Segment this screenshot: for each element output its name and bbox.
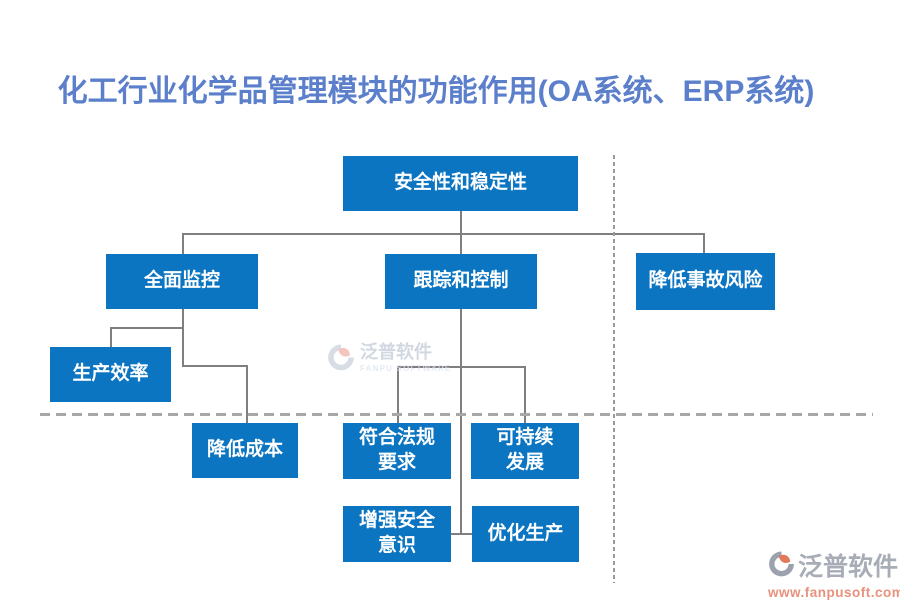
node-optimize-production: 优化生产	[472, 506, 579, 562]
connector-drop-risk	[703, 233, 705, 254]
connector-root-drop	[460, 211, 462, 234]
connector-drop-efficiency	[110, 327, 112, 347]
connector-drop-cost	[246, 365, 248, 423]
watermark-center-name: 泛普软件	[360, 342, 432, 362]
node-safety-awareness: 增强安全 意识	[343, 506, 451, 562]
connector-drop-sustain	[524, 366, 526, 423]
node-sustainable-development: 可持续 发展	[471, 423, 579, 479]
connector-track-stem	[460, 308, 462, 534]
connector-drop-compliance	[397, 366, 399, 423]
connector-awareness-optimize	[450, 533, 472, 535]
fanpu-logo-icon	[327, 343, 355, 378]
fanpu-logo-icon	[768, 550, 795, 584]
connector-level1-rail	[182, 233, 704, 235]
watermark-corner-url: www.fanpusoft.com	[768, 585, 900, 600]
watermark-corner: 泛普软件 www.fanpusoft.com	[768, 550, 900, 600]
page-title: 化工行业化学品管理模块的功能作用(OA系统、ERP系统)	[57, 75, 815, 108]
dashed-vertical-divider	[613, 155, 615, 583]
node-regulatory-compliance: 符合法规 要求	[343, 423, 451, 479]
dashed-horizontal-divider	[40, 413, 873, 416]
node-safety-stability: 安全性和稳定性	[343, 156, 578, 211]
node-tracking-control: 跟踪和控制	[385, 254, 537, 309]
connector-monitor-stem	[182, 308, 184, 366]
watermark-center: 泛普软件 FANPU SOFTWARE	[327, 343, 451, 378]
watermark-center-subtitle: FANPU SOFTWARE	[360, 363, 452, 373]
connector-branch-efficiency	[110, 327, 183, 329]
node-production-efficiency: 生产效率	[50, 347, 171, 402]
connector-drop-track	[460, 233, 462, 254]
connector-branch-cost	[182, 365, 247, 367]
connector-drop-monitor	[182, 233, 184, 254]
node-reduce-accident-risk: 降低事故风险	[636, 253, 775, 310]
watermark-corner-name: 泛普软件	[798, 552, 899, 581]
node-full-monitoring: 全面监控	[106, 254, 258, 309]
connector-level3-rail	[397, 366, 525, 368]
node-reduce-cost: 降低成本	[192, 423, 298, 478]
